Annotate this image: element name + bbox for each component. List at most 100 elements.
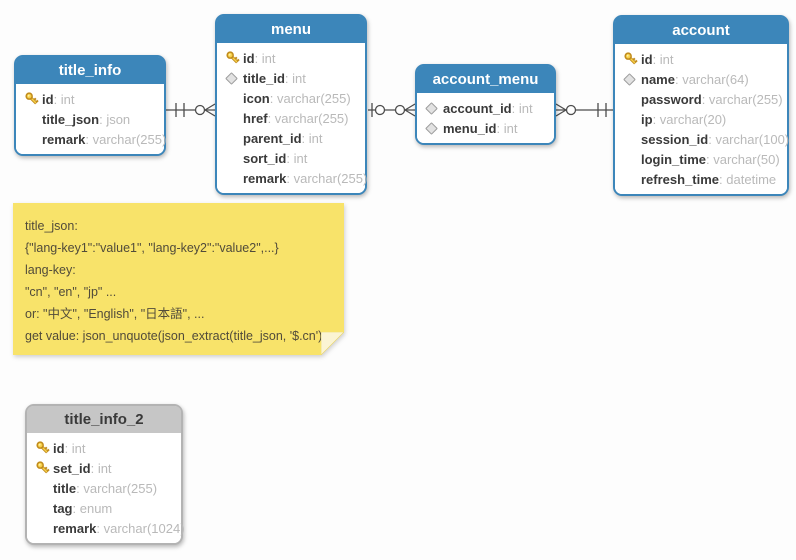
field-row[interactable]: titlevarchar(255) [35, 478, 175, 498]
primary-key-icon [35, 460, 53, 476]
entity-menu-header[interactable]: menu [217, 16, 365, 43]
field-name: sort_id [243, 150, 287, 166]
entity-menu[interactable]: menu idint title_idint iconvarchar(255) … [215, 14, 367, 195]
field-row[interactable]: iconvarchar(255) [225, 88, 359, 108]
relationship-menu-account_menu[interactable] [368, 103, 416, 117]
field-name: refresh_time [641, 171, 720, 187]
field-row[interactable]: parent_idint [225, 128, 359, 148]
field-row[interactable]: remarkvarchar(1024) [35, 518, 185, 538]
entity-account[interactable]: account idint namevarchar(64) passwordva… [613, 15, 789, 196]
field-name: login_time [641, 151, 707, 167]
field-name: id [243, 50, 255, 66]
field-type: int [54, 92, 75, 107]
primary-key-icon [35, 440, 53, 456]
field-type: int [286, 151, 308, 166]
entity-account_menu-body: account_idint menu_idint [417, 93, 554, 143]
field-name: menu_id [443, 120, 497, 136]
field-name: set_id [53, 460, 91, 476]
field-row[interactable]: remarkvarchar(255) [225, 168, 367, 188]
field-row[interactable]: namevarchar(64) [623, 69, 781, 89]
entity-title_info_2[interactable]: title_info_2 idint set_idint titlevarcha… [25, 404, 185, 545]
field-row[interactable]: title_idint [225, 68, 359, 88]
field-name: remark [42, 131, 86, 147]
field-name: href [243, 110, 268, 126]
field-type: json [99, 112, 130, 127]
field-name: icon [243, 90, 270, 106]
field-row[interactable]: set_idint [35, 458, 175, 478]
field-row[interactable]: idint [623, 49, 781, 69]
field-row[interactable]: tagenum [35, 498, 175, 518]
field-name: parent_id [243, 130, 302, 146]
field-row[interactable]: hrefvarchar(255) [225, 108, 359, 128]
field-row[interactable]: session_idvarchar(100) [623, 129, 789, 149]
field-type: varchar(255) [270, 91, 351, 106]
relationship-account_menu-account[interactable] [555, 103, 613, 117]
field-type: int [255, 51, 276, 66]
field-row[interactable]: refresh_timedatetime [623, 169, 781, 189]
entity-account_menu[interactable]: account_menu account_idint menu_idint [415, 64, 556, 145]
sticky-note[interactable]: title_json: {"lang-key1":"value1", "lang… [13, 203, 344, 355]
entity-menu-body: idint title_idint iconvarchar(255) hrefv… [217, 43, 367, 193]
field-name: remark [243, 170, 287, 186]
field-type: varchar(1024) [96, 521, 185, 536]
note-line: {"lang-key1":"value1", "lang-key2":"valu… [25, 241, 279, 255]
field-row[interactable]: idint [24, 89, 158, 109]
field-name: title_json [42, 111, 100, 127]
field-row[interactable]: sort_idint [225, 148, 359, 168]
entity-title_info_2-body: idint set_idint titlevarchar(255) tagenu… [27, 433, 185, 543]
field-type: varchar(20) [653, 112, 726, 127]
foreign-key-diamond-icon [623, 72, 641, 86]
field-type: int [653, 52, 674, 67]
field-name: session_id [641, 131, 709, 147]
primary-key-icon [24, 91, 42, 107]
primary-key-icon [225, 50, 243, 66]
sticky-note-body: title_json: {"lang-key1":"value1", "lang… [13, 203, 344, 355]
field-row[interactable]: login_timevarchar(50) [623, 149, 781, 169]
field-name: account_id [443, 100, 512, 116]
field-type: varchar(255) [286, 171, 368, 186]
note-line: "cn", "en", "jp" ... [25, 285, 117, 299]
field-row[interactable]: title_jsonjson [24, 109, 158, 129]
field-row[interactable]: idint [225, 48, 359, 68]
field-type: varchar(50) [706, 152, 779, 167]
field-row[interactable]: ipvarchar(20) [623, 109, 781, 129]
field-name: title_id [243, 70, 285, 86]
field-type: datetime [719, 172, 776, 187]
field-name: password [641, 91, 702, 107]
field-name: name [641, 71, 675, 87]
entity-title_info-header[interactable]: title_info [16, 57, 164, 84]
entity-title_info[interactable]: title_info idint title_jsonjson remarkva… [14, 55, 166, 156]
entity-account_menu-header[interactable]: account_menu [417, 66, 554, 93]
entity-title_info_2-header[interactable]: title_info_2 [27, 406, 181, 433]
field-name: ip [641, 111, 653, 127]
field-type: int [512, 101, 533, 116]
field-type: int [496, 121, 518, 136]
field-row[interactable]: account_idint [425, 98, 548, 118]
field-type: int [65, 441, 86, 456]
field-type: varchar(64) [675, 72, 748, 87]
entity-account-header[interactable]: account [615, 17, 787, 44]
field-type: enum [73, 501, 113, 516]
field-name: title [53, 480, 77, 496]
field-type: int [302, 131, 323, 146]
note-folded-corner-icon [321, 332, 344, 355]
foreign-key-diamond-icon [225, 71, 243, 85]
relationship-title_info-menu[interactable] [166, 103, 216, 117]
field-name: id [42, 91, 54, 107]
field-row[interactable]: remarkvarchar(255) [24, 129, 166, 149]
field-name: id [53, 440, 65, 456]
field-type: varchar(255) [268, 111, 349, 126]
entity-account-body: idint namevarchar(64) passwordvarchar(25… [615, 44, 789, 194]
field-type: int [91, 461, 112, 476]
field-row[interactable]: menu_idint [425, 118, 548, 138]
field-type: int [285, 71, 306, 86]
field-row[interactable]: idint [35, 438, 175, 458]
note-line: or: "中文", "English", "日本語", ... [25, 307, 205, 321]
field-row[interactable]: passwordvarchar(255) [623, 89, 783, 109]
field-name: remark [53, 520, 97, 536]
field-type: varchar(255) [85, 132, 167, 147]
field-type: varchar(100) [708, 132, 789, 147]
field-type: varchar(255) [702, 92, 783, 107]
primary-key-icon [623, 51, 641, 67]
